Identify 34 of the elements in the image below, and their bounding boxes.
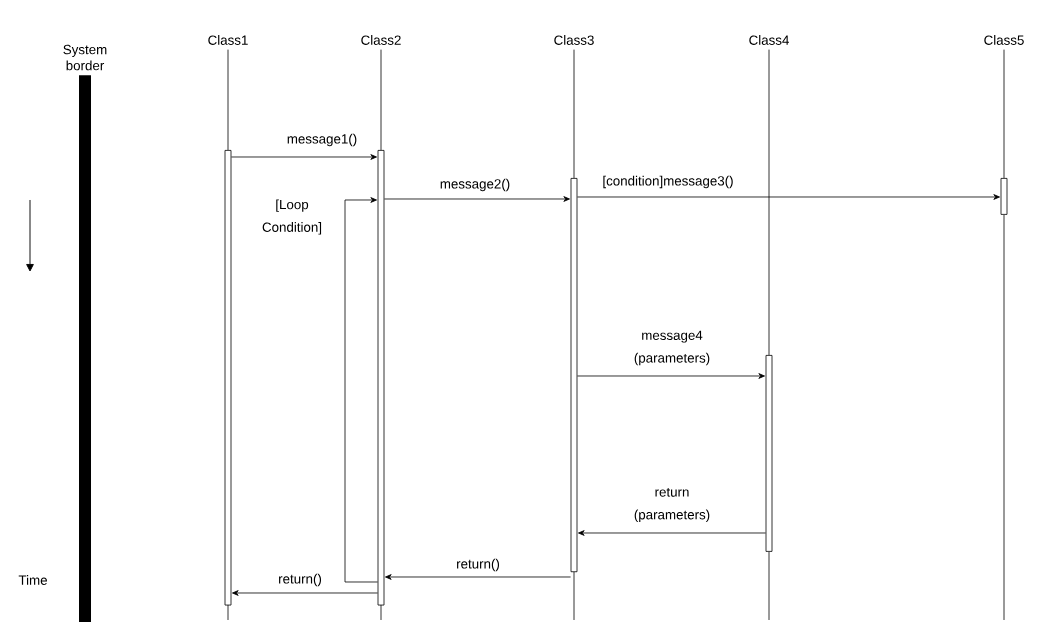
message-arrow — [232, 590, 378, 596]
edge-label: message2() — [438, 177, 512, 193]
class-name: Class2 — [361, 35, 401, 45]
message-arrow — [385, 574, 571, 580]
class-name: Class4 — [749, 35, 789, 45]
edge-label: message1() — [285, 132, 359, 148]
message-arrow — [578, 530, 766, 536]
lifeline — [573, 49, 575, 179]
activation-bar — [765, 355, 773, 552]
message-arrow — [577, 373, 765, 379]
message-arrow — [577, 194, 1000, 200]
edge-label: return() — [454, 557, 502, 573]
edge-label: message4 (parameters) — [629, 329, 715, 367]
activation-bar — [377, 150, 385, 606]
message-arrow — [384, 196, 570, 202]
lifeline — [1003, 49, 1005, 179]
activation-bar — [1000, 178, 1008, 215]
activation-bar — [224, 150, 232, 606]
node-label: System border — [63, 44, 107, 71]
activation-bar — [570, 178, 578, 573]
edge-label: return (parameters) — [629, 486, 715, 524]
class-name: Class1 — [208, 35, 248, 45]
axis-label: Time — [18, 575, 47, 585]
lifeline — [227, 49, 229, 151]
edge-label: return() — [276, 572, 324, 588]
message-arrow — [231, 154, 377, 160]
lifeline — [768, 49, 770, 356]
edge-label: [condition]message3() — [601, 174, 735, 190]
loop-arrow — [344, 197, 378, 583]
class-name: Class3 — [554, 35, 594, 45]
edge-label: [Loop Condition] — [249, 198, 335, 236]
system-border-bar: System border — [63, 44, 107, 622]
lifeline — [380, 49, 382, 151]
class-name: Class5 — [984, 35, 1024, 45]
